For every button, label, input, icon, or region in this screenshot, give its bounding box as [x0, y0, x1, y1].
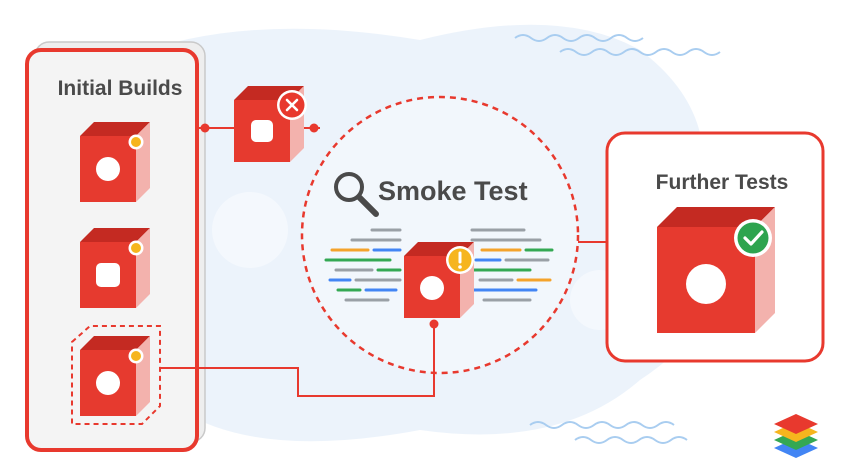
initial-builds-title: Initial Builds — [58, 77, 183, 100]
build-cube-1 — [80, 122, 150, 202]
cube-under-test — [404, 242, 474, 318]
smoke-test-panel: Smoke Test — [300, 95, 580, 375]
connector-to-smoke-test — [160, 319, 439, 397]
smoke-test-title: Smoke Test — [378, 176, 528, 206]
rejected-x-icon — [277, 90, 307, 120]
wave-decoration-bottom — [529, 421, 688, 444]
code-lines-decoration — [324, 228, 554, 302]
further-tests-title: Further Tests — [656, 171, 789, 194]
rejected-build-cube — [234, 86, 307, 162]
passed-build-cube — [657, 207, 775, 333]
warning-icon — [446, 246, 474, 274]
check-icon — [734, 219, 772, 257]
build-cube-2 — [80, 228, 150, 308]
wave-decoration-top — [514, 34, 721, 56]
search-icon — [334, 172, 379, 217]
layer-stack-logo-icon — [774, 414, 818, 458]
build-cube-3-selected — [71, 325, 161, 425]
